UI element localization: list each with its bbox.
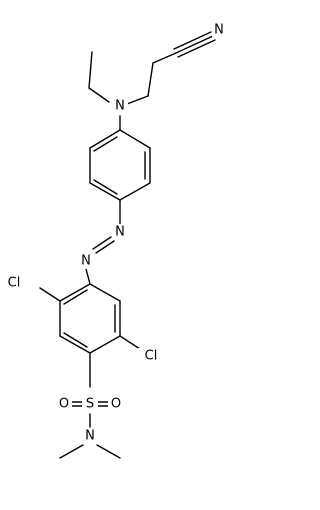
top-ring-bond-3 bbox=[119, 182, 151, 201]
bottom-ring-bond-3 bbox=[89, 335, 121, 354]
cl-left-bond bbox=[39, 287, 61, 302]
bottom-ring-bond-6 bbox=[59, 283, 91, 302]
azo-nitrogen-label-2: N bbox=[81, 254, 91, 269]
sulfur-label: S bbox=[86, 397, 94, 412]
amine-nitrogen-label: N bbox=[115, 99, 125, 114]
sulfonamide-nitrogen-label: N bbox=[85, 429, 95, 444]
n-methyl-right-bond bbox=[96, 444, 121, 459]
azo-double-bond-a bbox=[95, 240, 115, 254]
nitrile-triple-bond-c bbox=[173, 31, 212, 50]
n-methyl-left-bond bbox=[59, 444, 84, 459]
chlorine-label-left: Cl bbox=[8, 276, 21, 291]
sulfur-atom: S bbox=[82, 396, 98, 412]
nitrile-triple-bond-b bbox=[177, 39, 216, 58]
chain-bond-1 bbox=[152, 52, 177, 64]
atom-labels: N N N N Cl Cl S O bbox=[2, 22, 226, 444]
amine-nitrogen-atom: N bbox=[112, 98, 128, 114]
cl-right-bond bbox=[119, 335, 141, 350]
top-ring-bond-6 bbox=[89, 129, 121, 149]
chlorine-label-right: Cl bbox=[145, 349, 158, 364]
bottom-ring-bond-4 bbox=[59, 335, 91, 354]
azo-nitrogen-atom-2: N bbox=[78, 253, 94, 269]
nitrile-nitrogen-atom: N bbox=[212, 22, 226, 38]
top-ring-bond-4 bbox=[89, 182, 121, 201]
azo-double-bond-b bbox=[92, 236, 112, 250]
oxygen-label-left: O bbox=[59, 397, 69, 412]
oxygen-atom-left: O bbox=[56, 396, 72, 412]
top-ring-bond-1 bbox=[119, 129, 151, 149]
azo-nitrogen-atom-1: N bbox=[112, 224, 128, 240]
azo-nitrogen-label-1: N bbox=[115, 225, 125, 240]
ethyl-bond-2 bbox=[88, 51, 93, 89]
sulfonamide-nitrogen-atom: N bbox=[82, 428, 98, 444]
oxygen-atom-right: O bbox=[108, 396, 124, 412]
bottom-ring-bond-1 bbox=[89, 283, 121, 302]
nitrile-triple-bond-a bbox=[175, 35, 214, 54]
bonds bbox=[39, 31, 216, 459]
nitrile-nitrogen-label: N bbox=[214, 23, 224, 38]
ethyl-bond-1 bbox=[88, 87, 110, 103]
chain-bond-3 bbox=[126, 95, 149, 105]
top-ring-inner-2 bbox=[93, 179, 118, 195]
bottom-ring-inner-2 bbox=[63, 332, 88, 348]
molecule-structure: N N N N Cl Cl S O bbox=[2, 22, 226, 459]
chlorine-atom-right: Cl bbox=[138, 348, 162, 364]
chain-bond-2 bbox=[147, 62, 154, 97]
top-ring-inner-3 bbox=[93, 136, 118, 152]
ring-azo-bond-2 bbox=[85, 268, 91, 285]
chlorine-atom-left: Cl bbox=[2, 275, 26, 291]
bottom-ring-inner-3 bbox=[63, 289, 88, 305]
oxygen-label-right: O bbox=[111, 397, 121, 412]
